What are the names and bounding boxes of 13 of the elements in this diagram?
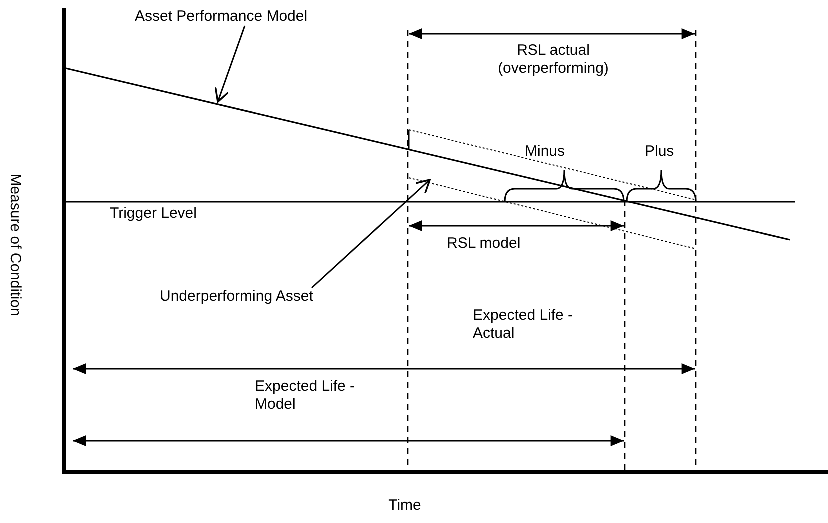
dimension-label: Expected Life - Actual [473, 307, 574, 343]
dimension-label: RSL model [447, 235, 521, 253]
leader-arrow [312, 179, 431, 289]
leader-text: Asset Performance Model [135, 8, 308, 26]
dimension-label: Expected Life - Model [255, 378, 356, 414]
dimension-label: RSL actual (overperforming) [497, 42, 610, 78]
brace-label: Minus [525, 143, 566, 161]
leader-text: Underperforming Asset [160, 288, 314, 306]
line-label: Trigger Level [110, 205, 197, 223]
leader-arrow [214, 26, 246, 103]
axis-title: Measure of Condition [6, 174, 24, 316]
axis-title: Time [388, 497, 422, 515]
brace-label: Plus [645, 143, 674, 161]
